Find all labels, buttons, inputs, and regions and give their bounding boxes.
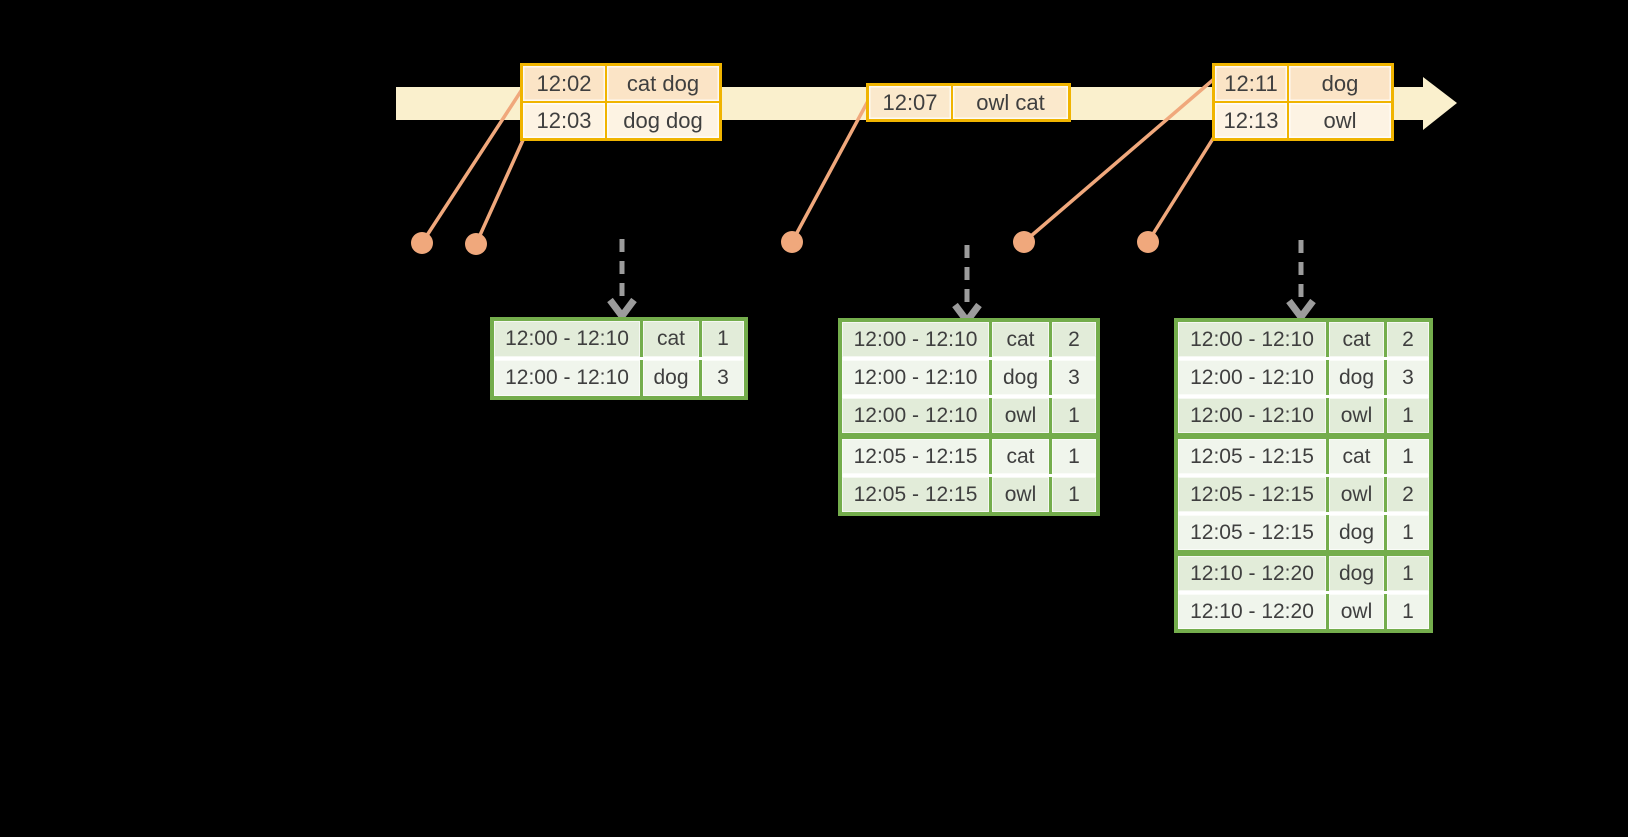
count-cell: 3 [1387, 360, 1429, 395]
connector-line-2 [474, 139, 525, 245]
word-cell: dog [992, 360, 1052, 395]
count-cell: 3 [702, 360, 744, 396]
window-cell: 12:00 - 12:10 [842, 322, 992, 357]
word-cell: dog [1329, 360, 1387, 395]
word-cell: cat [1329, 322, 1387, 357]
count-cell: 1 [1052, 439, 1096, 474]
event-dot-5 [1137, 231, 1159, 253]
event-dot-4 [1013, 231, 1035, 253]
time-cell: 12:02 [523, 66, 607, 101]
word-cell: owl [992, 477, 1052, 512]
connector-line-5 [1146, 136, 1216, 243]
word-cell: cat [992, 439, 1052, 474]
word-cell: owl [1329, 594, 1387, 629]
window-cell: 12:10 - 12:20 [1178, 556, 1329, 591]
window-cell: 12:05 - 12:15 [842, 477, 992, 512]
window-cell: 12:05 - 12:15 [1178, 477, 1329, 512]
window-cell: 12:00 - 12:10 [1178, 360, 1329, 395]
count-cell: 1 [1052, 398, 1096, 433]
count-cell: 3 [1052, 360, 1096, 395]
window-cell: 12:00 - 12:10 [842, 398, 992, 433]
trigger-arrow-2 [952, 245, 982, 327]
word-cell: cat [1329, 439, 1387, 474]
count-cell: 2 [1052, 322, 1096, 357]
window-cell: 12:05 - 12:15 [1178, 439, 1329, 474]
event-dot-2 [465, 233, 487, 255]
word-cell: dog [1329, 556, 1387, 591]
event-dot-1 [411, 232, 433, 254]
words-cell: cat dog [607, 66, 719, 101]
time-cell: 12:03 [523, 103, 607, 138]
time-cell: 12:07 [869, 86, 953, 119]
word-cell: dog [1329, 515, 1387, 550]
word-cell: cat [992, 322, 1052, 357]
trigger-arrow-head [1286, 298, 1316, 323]
words-cell: owl [1289, 103, 1391, 138]
count-cell: 1 [1387, 398, 1429, 433]
count-cell: 1 [1387, 594, 1429, 629]
word-cell: owl [1329, 398, 1387, 433]
connector-line-1 [420, 87, 525, 244]
time-cell: 12:13 [1215, 103, 1289, 138]
event-dot-3 [781, 231, 803, 253]
trigger-arrow-3 [1286, 240, 1316, 323]
word-cell: owl [1329, 477, 1387, 512]
window-cell: 12:00 - 12:10 [842, 360, 992, 395]
connector-line-4 [1022, 77, 1216, 244]
count-cell: 2 [1387, 322, 1429, 357]
window-cell: 12:05 - 12:15 [842, 439, 992, 474]
trigger-arrow-head [607, 297, 637, 322]
timeline-arrowhead [1423, 77, 1457, 130]
word-cell: dog [643, 360, 702, 396]
window-cell: 12:00 - 12:10 [494, 321, 643, 357]
window-cell: 12:05 - 12:15 [1178, 515, 1329, 550]
window-cell: 12:00 - 12:10 [1178, 322, 1329, 357]
count-cell: 1 [1387, 439, 1429, 474]
count-cell: 1 [1052, 477, 1096, 512]
word-cell: cat [643, 321, 702, 357]
words-cell: dog dog [607, 103, 719, 138]
count-cell: 1 [1387, 556, 1429, 591]
trigger-arrow-1 [607, 239, 637, 322]
time-cell: 12:11 [1215, 66, 1289, 101]
count-cell: 2 [1387, 477, 1429, 512]
window-cell: 12:00 - 12:10 [494, 360, 643, 396]
window-cell: 12:00 - 12:10 [1178, 398, 1329, 433]
count-cell: 1 [1387, 515, 1429, 550]
window-cell: 12:10 - 12:20 [1178, 594, 1329, 629]
count-cell: 1 [702, 321, 744, 357]
words-cell: owl cat [953, 86, 1068, 119]
word-cell: owl [992, 398, 1052, 433]
words-cell: dog [1289, 66, 1391, 101]
connector-line-3 [790, 100, 870, 243]
